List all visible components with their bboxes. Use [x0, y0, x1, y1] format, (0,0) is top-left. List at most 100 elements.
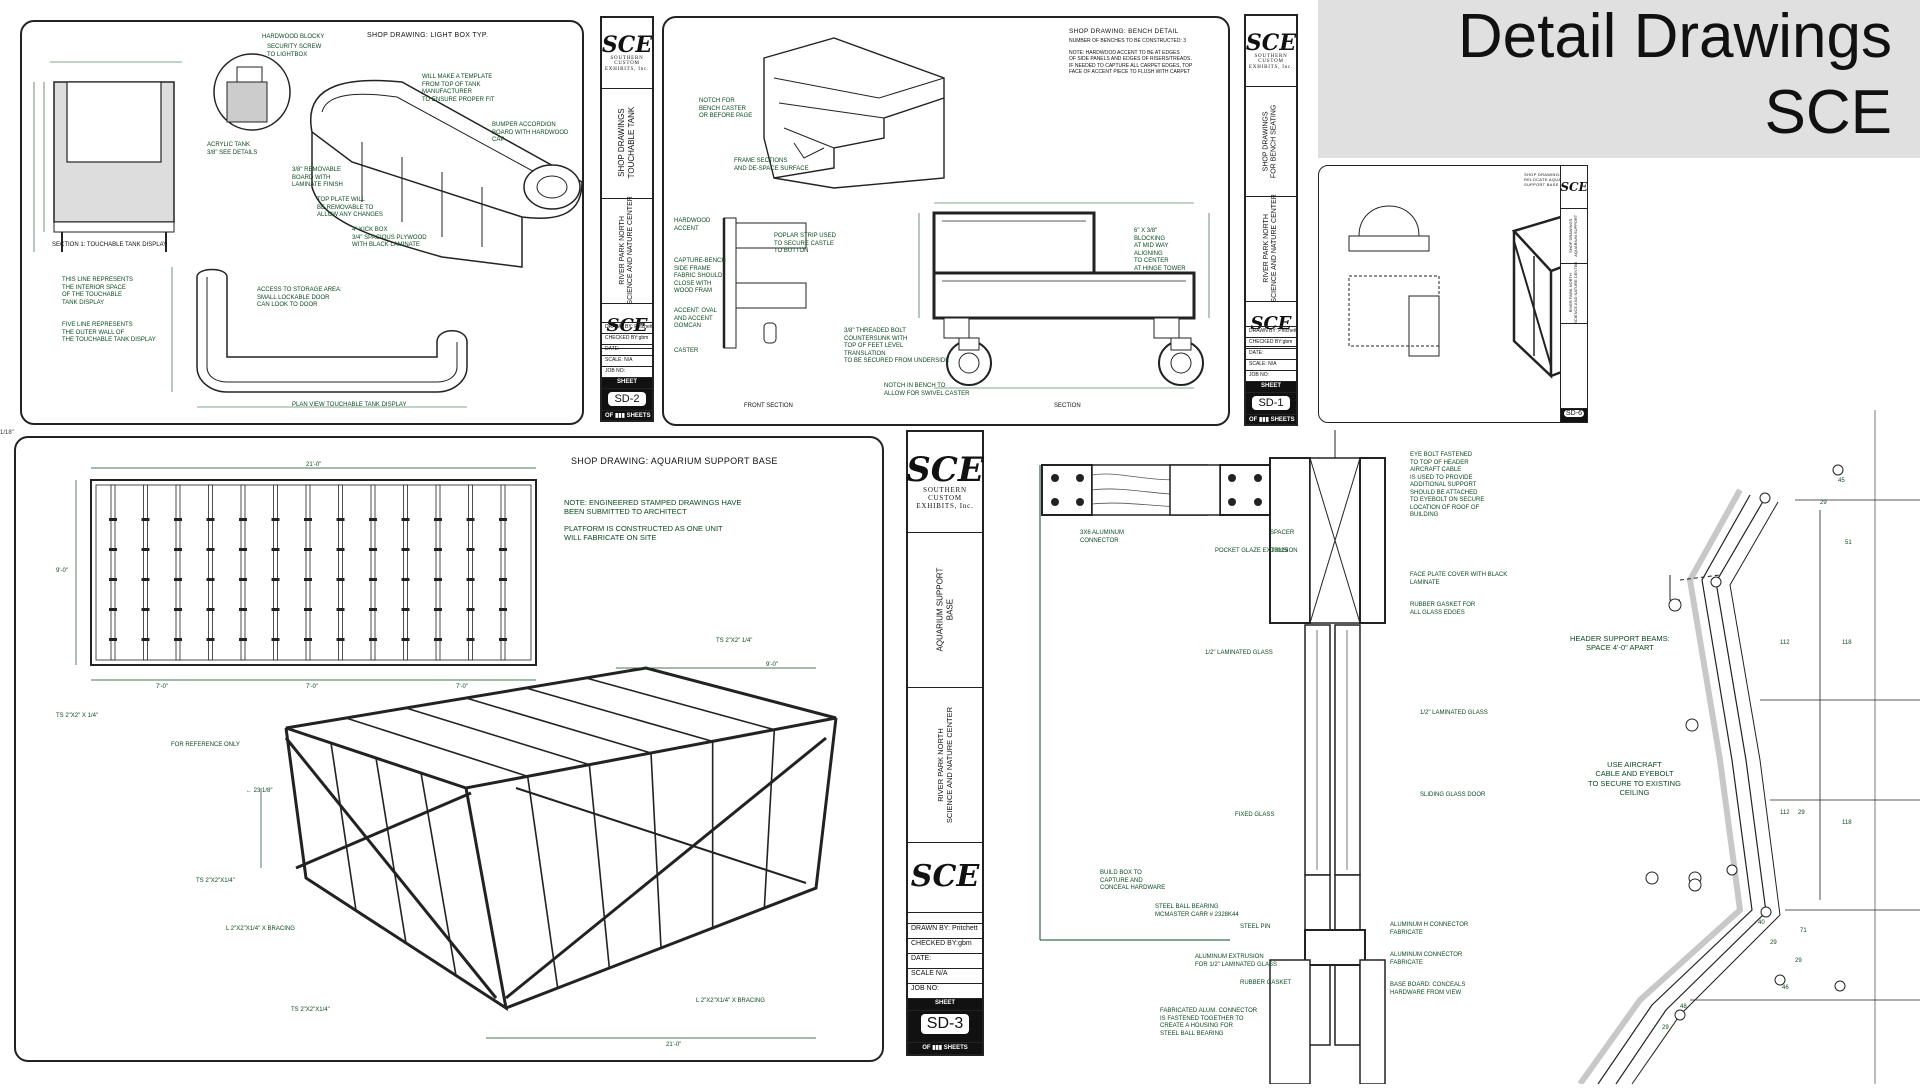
- plan-joist: [305, 484, 311, 661]
- plan-blocking: [174, 548, 182, 551]
- top-width-dim: 21'-0": [306, 462, 322, 468]
- note-1: HARDWOOD BLOCKY: [262, 34, 325, 40]
- plan-drawing: [1577, 410, 1920, 1086]
- drawn-by: DRAWN BY: Pritchett: [1246, 326, 1296, 337]
- plan-joist: [338, 484, 343, 661]
- plan-joist: [500, 484, 506, 661]
- plan-blocking: [174, 608, 182, 611]
- ts-iso-label-1: TS 2"X2"X1/4": [196, 878, 235, 884]
- plan-blocking: [434, 518, 442, 521]
- project-title-text: RIVER PARK NORTH SCIENCE AND NATURE CENT…: [936, 706, 955, 823]
- plan-blocking: [336, 578, 345, 581]
- logo-monogram: SCE: [1245, 29, 1297, 56]
- iso-joist: [405, 707, 590, 766]
- note-4: 3/8" REMOVABLE BOARD WITH LAMINATE FINIS…: [292, 167, 343, 188]
- logo-monogram: SCE: [601, 31, 653, 58]
- ts-side-label: TS 2"X2" X 1/4": [56, 713, 99, 719]
- plan-blocking: [434, 638, 442, 641]
- scale-field: SCALE N/A: [908, 968, 982, 983]
- sheet-number: SD-3: [908, 1010, 982, 1042]
- vertical-title: SHOP DRAWINGS AQUARIUM SUPPORT: [1561, 208, 1587, 264]
- dim-12: 29: [1795, 958, 1802, 964]
- plan-blocking: [239, 548, 247, 551]
- note-3: ACRYLIC TANK 3/8" SEE DETAILS: [207, 142, 258, 156]
- plan-joist: [240, 484, 246, 661]
- bottom-dim-2: 7'-0": [306, 684, 318, 690]
- checked-by: CHECKED BY:gbm: [908, 938, 982, 953]
- sheet-title: SHOP DRAWING: BENCH DETAIL: [1069, 28, 1179, 35]
- plan-blocking: [174, 638, 182, 641]
- sheet-sd2: SHOP DRAWING: LIGHT BOX TYP. SECTION 1: …: [20, 20, 584, 425]
- ts-iso-label-2: TS 2"X2"X1/4": [291, 1007, 330, 1013]
- dim-11: 29: [1770, 940, 1777, 946]
- drawn-by: DRAWN BY: Pritchett: [908, 923, 982, 938]
- sheet-logo-text: SCE: [910, 859, 980, 894]
- vertical-title: SHOP DRAWINGS TOUCHABLE TANK: [602, 88, 652, 199]
- bottom-width-dim: 21'-0": [666, 1042, 682, 1048]
- company-name: SOUTHERN CUSTOM EXHIBITS, Inc.: [604, 55, 650, 72]
- engineer-note: NOTE: ENGINEERED STAMPED DRAWINGS HAVE B…: [564, 498, 742, 517]
- note-11: FIVE LINE REPRESENTS THE OUTER WALL OF T…: [62, 322, 156, 343]
- bracing-label-1: L 2"X2"X1/4" X BRACING: [226, 926, 295, 932]
- plan-blocking: [141, 638, 150, 641]
- sheet-sd1: SHOP DRAWING: BENCH DETAIL NUMBER OF BEN…: [662, 16, 1230, 426]
- iso-side-post: [420, 772, 457, 976]
- bottom-dim-1: 7'-0": [156, 684, 168, 690]
- note-capture: CAPTURE-BENCH SIDE FRAME FABRIC SHOULD C…: [674, 258, 726, 294]
- title-rows: SD-6: [1561, 408, 1587, 422]
- company-logo: SCE: [1560, 166, 1588, 209]
- door-label-9: 1/2" LAMINATED GLASS: [1420, 710, 1488, 716]
- project-title: RIVER PARK NORTH SCIENCE AND NATURE CENT…: [602, 196, 652, 305]
- door-label-8: 1/2" LAMINATED GLASS: [1205, 650, 1273, 656]
- title-rows: DRAWN BY: Pritchett CHECKED BY:gbm DATE:…: [1246, 326, 1296, 424]
- plan-blocking: [466, 638, 475, 641]
- titleblock-sd6: SCE SHOP DRAWINGS AQUARIUM SUPPORT RIVER…: [1560, 165, 1588, 423]
- job-number: JOB NO:: [1246, 370, 1296, 381]
- sheet-sd6: SHOP DRAWING: RELOCATE AQUARIUM SUPPORT …: [1318, 165, 1588, 423]
- plan-joist: [403, 484, 408, 661]
- sheet-subtitle: NUMBER OF BENCHES TO BE CONSTRUCTED: 3: [1069, 38, 1187, 44]
- sheet-sd3: SHOP DRAWING: AQUARIUM SUPPORT BASE NOTE…: [14, 436, 884, 1062]
- vertical-title-text: SHOP DRAWINGS AQUARIUM SUPPORT: [1568, 214, 1578, 257]
- door-label-3: POCKET GLAZE EXTRUSION: [1215, 548, 1298, 554]
- sheet-title: SHOP DRAWING: AQUARIUM SUPPORT BASE: [571, 456, 778, 466]
- plan-blocking: [499, 548, 507, 551]
- plan-blocking: [141, 518, 150, 521]
- door-section-drawing: [1039, 430, 1386, 1085]
- plan-blocking: [369, 548, 377, 551]
- sheet-logo: SCE: [908, 842, 982, 913]
- banner-subtitle: SCE: [1764, 78, 1892, 147]
- dim-3: 51: [1845, 540, 1852, 546]
- sheet-number: SD-1: [1246, 392, 1296, 414]
- door-label-15: ALUMINUM H CONNECTOR FABRICATE: [1390, 922, 1469, 936]
- light-box-drawing: [33, 53, 582, 408]
- plan-blocking: [239, 608, 247, 611]
- door-label-10: SLIDING GLASS DOOR: [1420, 792, 1486, 798]
- plan-blocking: [336, 638, 345, 641]
- note-oval: ACCENT: OVAL AND ACCENT GOMCAN: [674, 308, 717, 329]
- plan-blocking: [239, 518, 247, 521]
- job-number: JOB NO:: [908, 983, 982, 998]
- scale-field: SCALE: N/A: [602, 355, 652, 366]
- plan-blocking: [239, 578, 247, 581]
- project-title-text: RIVER PARK NORTH SCIENCE AND NATURE CENT…: [1262, 194, 1279, 303]
- plan-blocking: [499, 578, 507, 581]
- bottom-dim-3: 7'-0": [456, 684, 468, 690]
- door-label-11: FIXED GLASS: [1235, 812, 1275, 818]
- dim-14: 48: [1680, 1004, 1687, 1010]
- iso-side-post: [330, 742, 357, 911]
- plan-blocking: [434, 548, 442, 551]
- plan-blocking: [141, 548, 150, 551]
- plan-blocking: [271, 608, 280, 611]
- plan-joist: [143, 484, 148, 661]
- note-9: THIS LINE REPRESENTS THE INTERIOR SPACE …: [62, 277, 134, 306]
- sheet-title: SHOP DRAWING: LIGHT BOX TYP.: [367, 32, 489, 39]
- sheet-number: SD-6: [1561, 408, 1587, 422]
- plan-blocking: [141, 578, 150, 581]
- section-label: SECTION: [1054, 403, 1081, 409]
- drawn-by: DRAWN BY: Pritchett: [602, 322, 652, 333]
- plan-blocking: [401, 638, 410, 641]
- door-label-17: ALUMINUM CONNECTOR FABRICATE: [1390, 952, 1463, 966]
- iso-joist: [345, 717, 528, 778]
- dim-4: 112: [1780, 640, 1790, 646]
